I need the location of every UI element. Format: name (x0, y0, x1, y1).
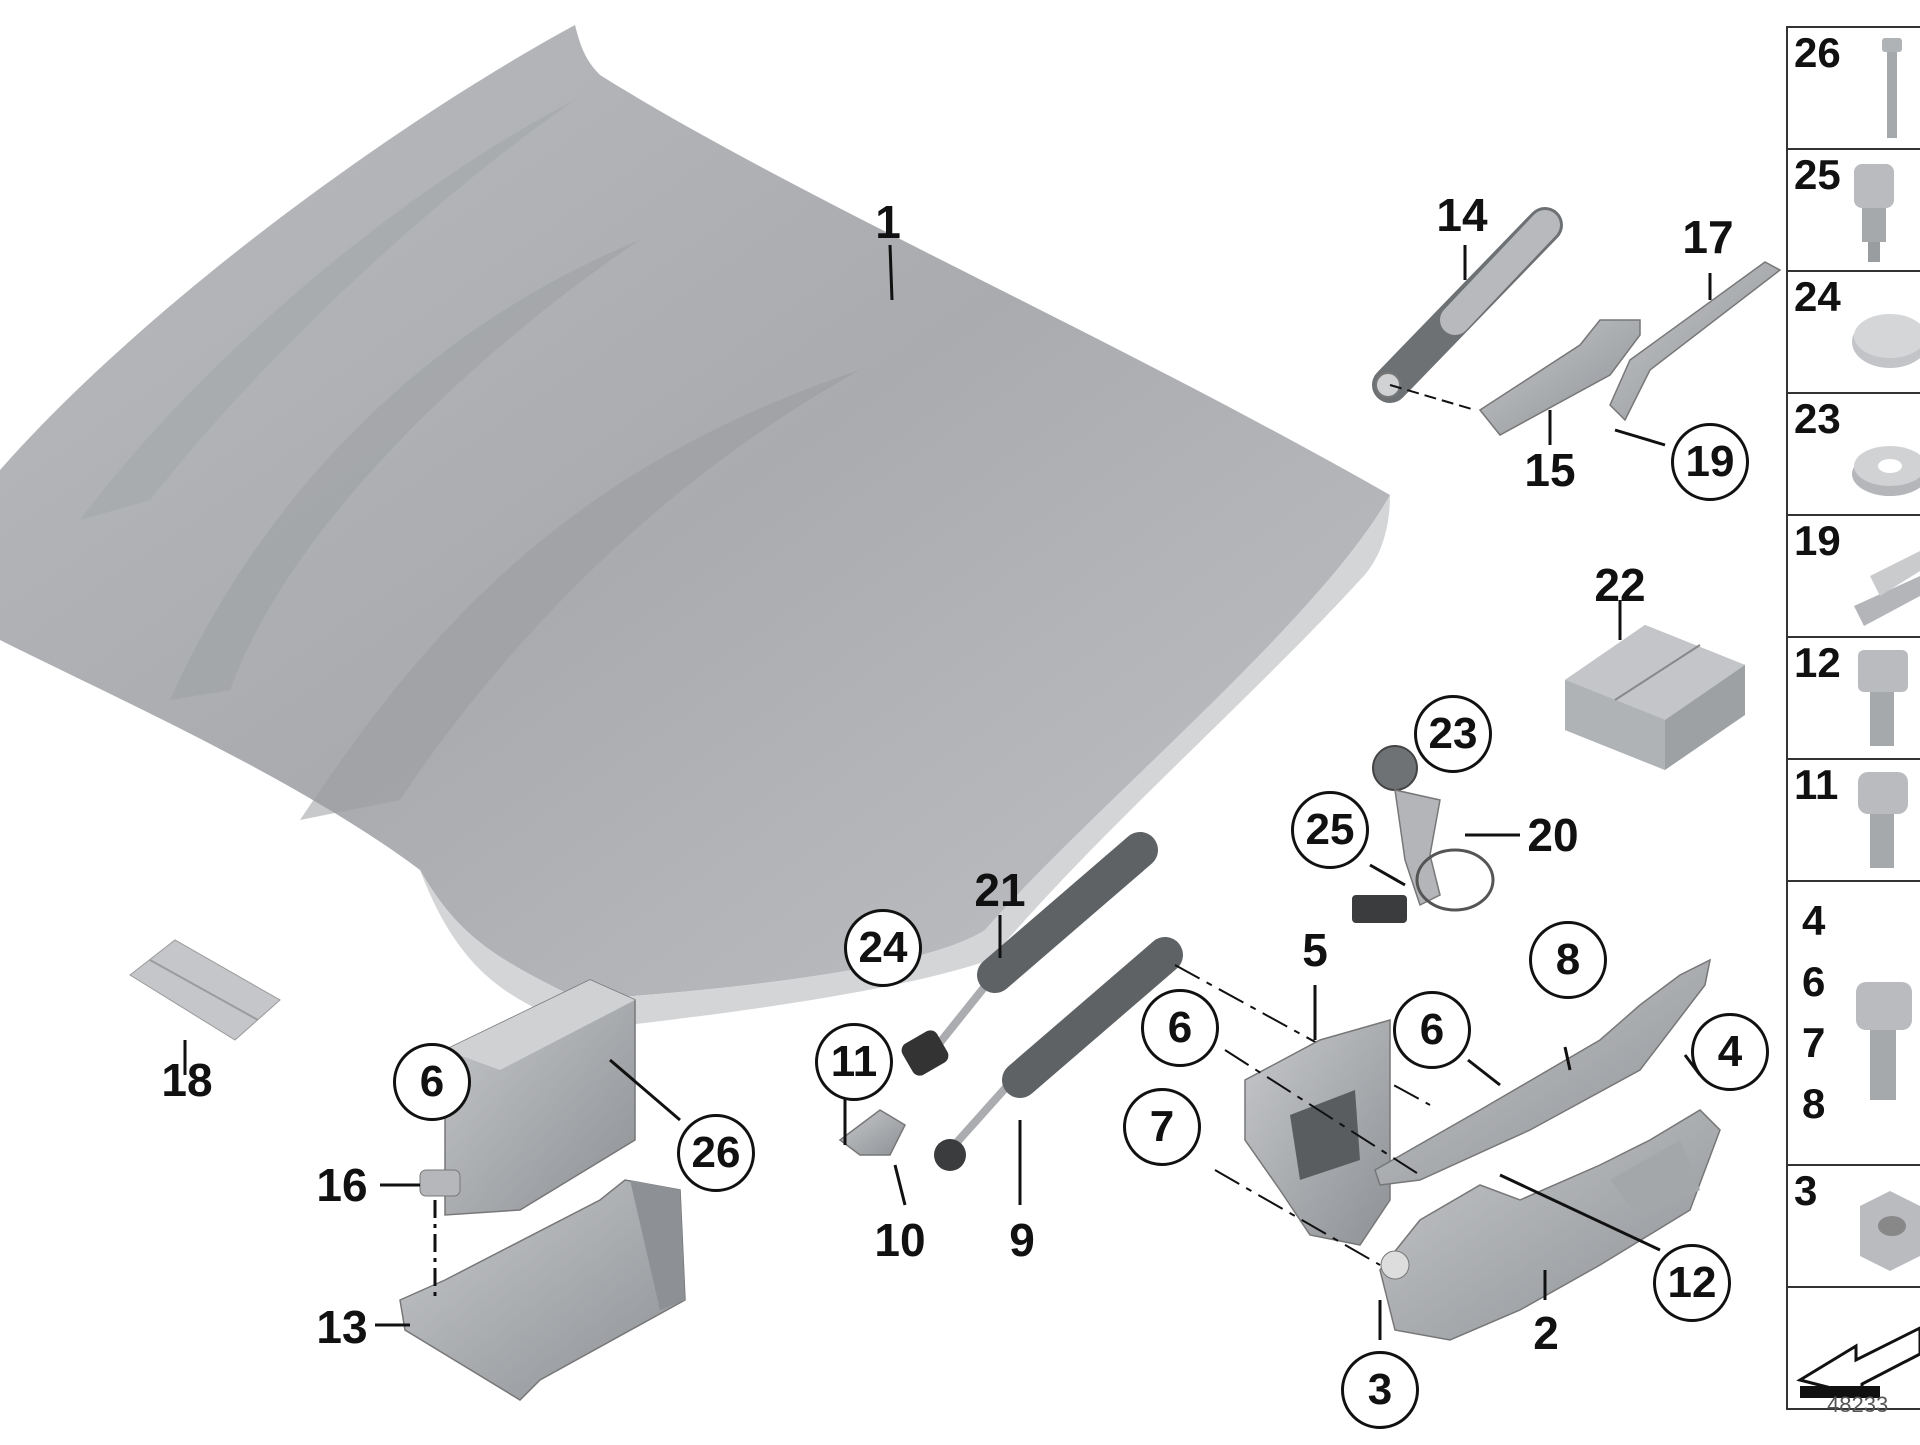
direction-arrow-icon (1796, 1326, 1920, 1398)
legend-number: 12 (1794, 639, 1841, 686)
callout-17[interactable]: 17 (1682, 211, 1734, 263)
callout-24[interactable]: 24 (844, 909, 922, 987)
hood-lock-assembly (375, 979, 686, 1401)
callout-10[interactable]: 10 (874, 1214, 926, 1266)
callout-5[interactable]: 5 (1302, 924, 1328, 976)
callout-15[interactable]: 15 (1524, 444, 1576, 496)
callout-26[interactable]: 26 (677, 1114, 755, 1192)
callout-16[interactable]: 16 (316, 1159, 368, 1211)
legend-number: 6 (1802, 958, 1826, 1005)
hinge-arm-17 (1609, 261, 1782, 447)
callout-25[interactable]: 25 (1291, 791, 1369, 869)
legend-number: 25 (1794, 151, 1841, 198)
leader-1 (888, 244, 894, 301)
callout-7[interactable]: 7 (1123, 1088, 1201, 1166)
legend-number: 24 (1794, 273, 1841, 320)
gas-strut-21 (901, 832, 1158, 1076)
legend-number: 26 (1794, 29, 1841, 76)
callout-18[interactable]: 18 (161, 1054, 213, 1106)
callout-6-lock[interactable]: 6 (393, 1043, 471, 1121)
hinge-assembly (1214, 958, 1721, 1341)
legend-cell-19[interactable]: 19 (1786, 514, 1920, 638)
legend-cell-11[interactable]: 11 (1786, 758, 1920, 882)
torx-bolt-icon (1858, 772, 1908, 868)
callout-14[interactable]: 14 (1436, 189, 1488, 241)
lock-cable-20 (1352, 745, 1520, 923)
legend-number: 7 (1802, 1019, 1826, 1066)
callout-3[interactable]: 3 (1341, 1351, 1419, 1429)
legend-cell-12[interactable]: 12 (1786, 636, 1920, 760)
legend-cell-4-6-7-8[interactable]: 4 6 7 8 (1786, 880, 1920, 1166)
gas-strut-9 (934, 937, 1431, 1205)
callout-6-hinge-right[interactable]: 6 (1393, 991, 1471, 1069)
gas-strut-14 (1372, 207, 1563, 411)
callout-21[interactable]: 21 (974, 864, 1026, 916)
box-part-22 (1565, 600, 1745, 770)
callout-6-hinge-left[interactable]: 6 (1141, 989, 1219, 1067)
callout-22[interactable]: 22 (1594, 559, 1646, 611)
callout-1[interactable]: 1 (875, 196, 901, 248)
callout-12[interactable]: 12 (1653, 1244, 1731, 1322)
flange-bolt-icon (1856, 982, 1912, 1100)
legend-number: 4 (1802, 897, 1826, 944)
callout-19[interactable]: 19 (1671, 423, 1749, 501)
hex-bolt-icon (1858, 650, 1908, 746)
shoulder-bolt-icon (1854, 164, 1894, 262)
legend-number: 3 (1794, 1167, 1818, 1214)
callout-20[interactable]: 20 (1527, 809, 1579, 861)
hood-part (0, 25, 1390, 1030)
fastener-legend: 26 25 24 23 19 12 11 4 (1786, 26, 1920, 1410)
legend-cell-25[interactable]: 25 (1786, 148, 1920, 272)
bolt-icon (1882, 38, 1902, 138)
legend-number: 23 (1794, 395, 1841, 442)
legend-number-stack: 4 6 7 8 (1802, 890, 1825, 1134)
callout-2[interactable]: 2 (1533, 1307, 1559, 1359)
legend-number: 11 (1794, 761, 1839, 808)
callout-9[interactable]: 9 (1009, 1214, 1035, 1266)
callout-11[interactable]: 11 (815, 1023, 893, 1101)
pad-part-18 (129, 939, 281, 1075)
callout-4[interactable]: 4 (1691, 1013, 1769, 1091)
clip-part-10 (838, 1095, 907, 1206)
plug-icon (1852, 314, 1920, 368)
hex-nut-icon (1860, 1191, 1920, 1271)
legend-number: 8 (1802, 1080, 1826, 1127)
clip-nut-icon (1854, 551, 1920, 626)
legend-cell-24[interactable]: 24 (1786, 270, 1920, 394)
bracket-15 (1478, 319, 1641, 445)
callout-13[interactable]: 13 (316, 1301, 368, 1353)
legend-cell-23[interactable]: 23 (1786, 392, 1920, 516)
legend-cell-26[interactable]: 26 (1786, 26, 1920, 150)
legend-cell-direction (1786, 1286, 1920, 1410)
legend-number: 19 (1794, 517, 1841, 564)
legend-cell-3[interactable]: 3 (1786, 1164, 1920, 1288)
callout-8[interactable]: 8 (1529, 921, 1607, 999)
callout-23[interactable]: 23 (1414, 695, 1492, 773)
document-number: 48233 (1827, 1392, 1889, 1417)
washer-icon (1852, 446, 1920, 496)
